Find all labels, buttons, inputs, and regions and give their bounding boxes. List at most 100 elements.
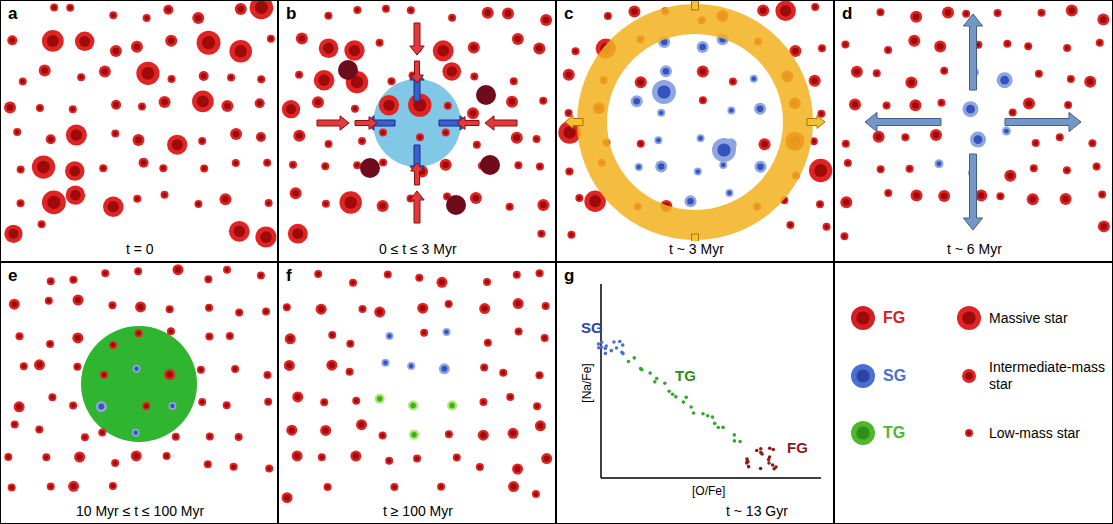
star	[81, 433, 89, 441]
star-core	[415, 456, 419, 460]
star-core	[234, 226, 245, 237]
star-core	[534, 492, 538, 496]
star-core	[325, 485, 329, 489]
star-core	[729, 108, 733, 112]
star	[535, 371, 543, 379]
legend-text: FG	[883, 309, 905, 327]
star-core	[418, 135, 422, 139]
time-label: t ~ 13 Gyr	[723, 503, 791, 520]
star	[712, 138, 736, 162]
star-core	[780, 5, 791, 16]
tg-point	[692, 411, 696, 415]
star	[264, 398, 272, 406]
star	[351, 105, 359, 113]
star-core	[515, 466, 521, 472]
star	[1098, 191, 1106, 199]
star-core	[144, 404, 148, 408]
star	[537, 230, 545, 238]
star	[533, 402, 541, 410]
star	[657, 109, 665, 117]
star-core	[563, 126, 575, 138]
star-core	[69, 166, 80, 177]
star-core	[913, 13, 920, 20]
star-core	[446, 302, 450, 306]
star	[942, 6, 954, 18]
star	[468, 41, 480, 53]
star	[565, 109, 573, 117]
star	[230, 463, 238, 471]
star	[133, 195, 141, 203]
star	[349, 279, 357, 287]
star-core	[98, 404, 104, 410]
star-core	[348, 342, 352, 346]
star	[508, 481, 519, 492]
panel: ct ~ 3 Myr	[556, 0, 834, 262]
star	[4, 101, 16, 113]
star	[163, 452, 171, 460]
star-core	[358, 422, 364, 428]
star	[470, 73, 478, 81]
star-core	[138, 304, 144, 310]
star	[15, 332, 23, 340]
star	[1003, 40, 1011, 48]
star	[288, 224, 308, 244]
star	[851, 66, 863, 78]
star	[908, 35, 920, 47]
star	[532, 490, 540, 498]
star	[541, 334, 549, 342]
massive-star-remnant	[338, 60, 358, 80]
star	[286, 425, 297, 436]
star	[379, 95, 399, 115]
star	[256, 132, 266, 142]
star	[442, 62, 461, 81]
star-core	[731, 79, 735, 83]
star-core	[354, 398, 358, 402]
panel-letter: g	[564, 266, 574, 286]
star-core	[234, 161, 238, 165]
star-core	[47, 196, 60, 209]
star	[159, 164, 167, 172]
star	[849, 99, 861, 111]
massive-star-remnant	[446, 195, 466, 215]
star-core	[760, 7, 767, 14]
star	[437, 483, 445, 491]
star-core	[18, 201, 22, 205]
star	[159, 96, 171, 108]
star	[346, 368, 354, 376]
star-core	[535, 404, 539, 408]
star	[786, 221, 794, 229]
star-core	[813, 5, 817, 9]
star-core	[323, 164, 327, 168]
star	[257, 271, 265, 279]
star	[227, 73, 235, 81]
star-core	[79, 36, 90, 47]
star	[72, 332, 83, 343]
star	[484, 339, 492, 347]
star-core	[37, 427, 41, 431]
star	[844, 159, 852, 167]
group-label: SG	[581, 319, 603, 336]
star-core	[315, 99, 322, 106]
star	[699, 96, 707, 104]
star-core	[384, 6, 388, 10]
legend-swatch-core	[856, 311, 869, 324]
arrow	[963, 154, 982, 230]
star-core	[727, 191, 731, 195]
star	[226, 332, 234, 340]
star-core	[387, 459, 391, 463]
star	[379, 159, 387, 167]
star-core	[195, 15, 202, 22]
star	[66, 185, 85, 204]
star	[877, 165, 885, 173]
star	[20, 362, 28, 370]
star-core	[200, 139, 204, 143]
star	[229, 221, 250, 242]
star	[138, 102, 146, 110]
star	[483, 278, 491, 286]
star	[470, 192, 482, 204]
star	[604, 12, 612, 20]
star	[205, 304, 213, 312]
star-core	[658, 163, 665, 170]
star-core	[326, 142, 330, 146]
star	[167, 135, 187, 155]
